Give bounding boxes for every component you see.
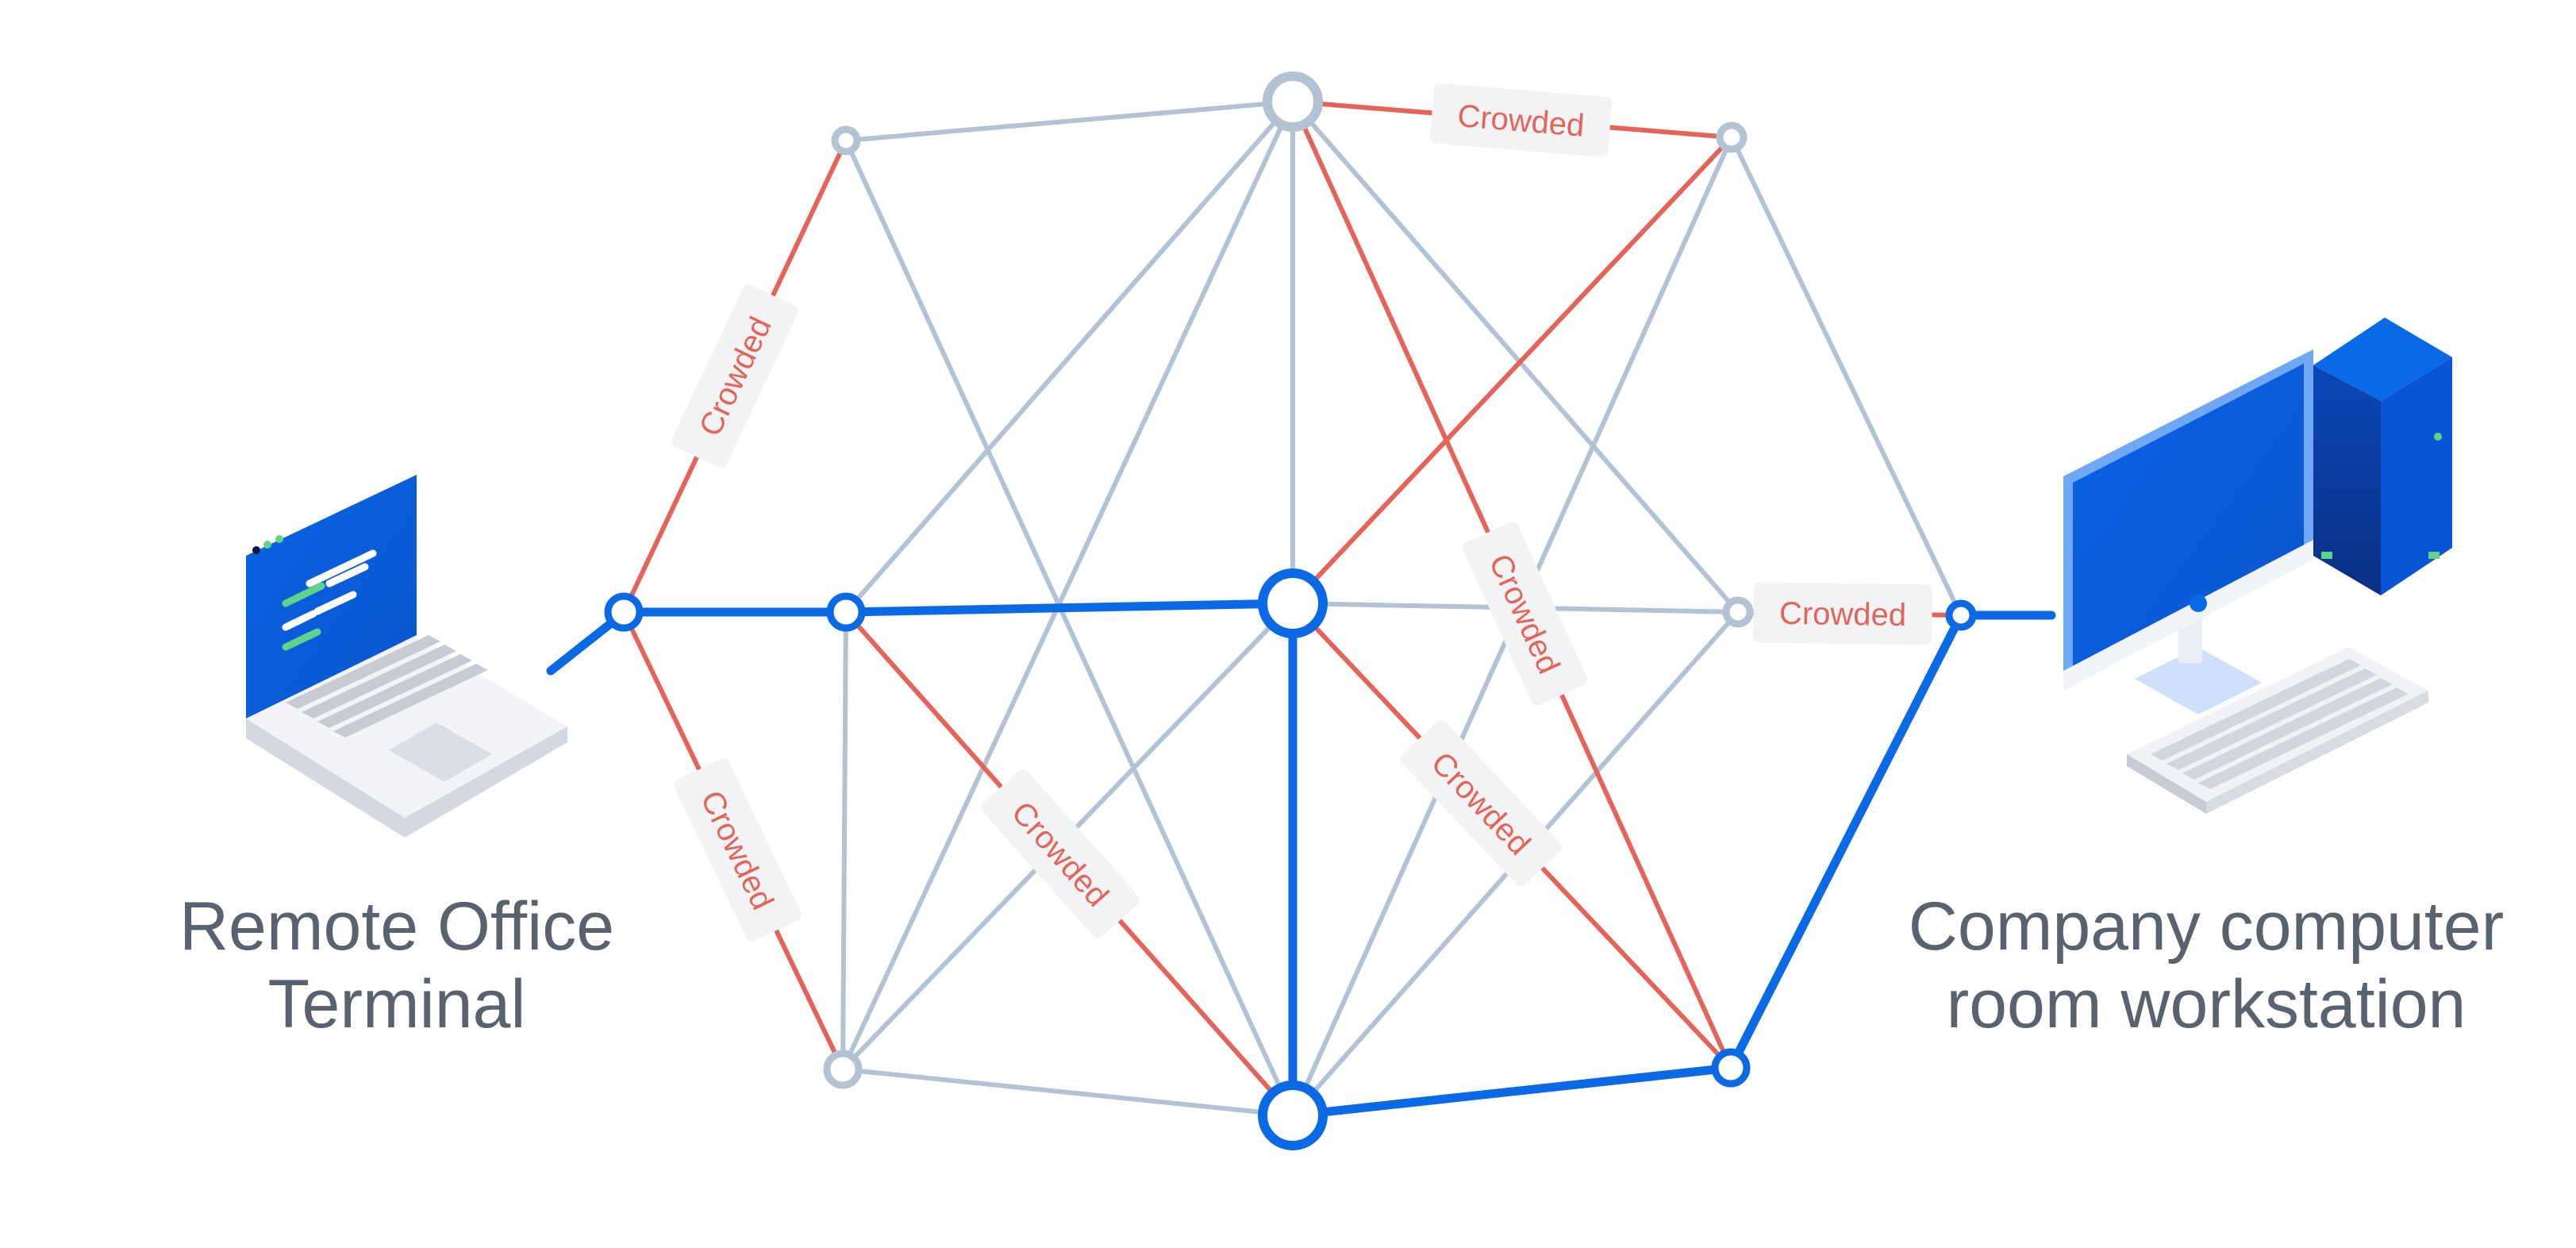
- laptop-connector: [546, 618, 616, 676]
- node-mid-right: [1722, 596, 1754, 628]
- link-bottom-left-to-bottom-center: [840, 1067, 1295, 1118]
- crowded-tag-bg: [674, 758, 802, 942]
- crowded-tag-bg: [1429, 83, 1613, 157]
- node-bottom-left: [823, 1050, 863, 1089]
- crowded-tag: Crowded: [1463, 522, 1588, 706]
- link-mid-left-to-bottom-left: [840, 610, 848, 1072]
- node-top-center: [1263, 71, 1323, 132]
- node-top-right: [1716, 121, 1747, 153]
- node-mid-left: [826, 592, 866, 632]
- caption-line: Remote Office: [179, 888, 615, 965]
- link-top-right-to-center: [1290, 135, 1734, 606]
- crowded-tag-bg: [1753, 582, 1932, 645]
- caption-line: room workstation: [1946, 966, 2466, 1042]
- desktop-computer-icon: [2063, 318, 2452, 814]
- crowded-tag: Crowded: [1400, 719, 1562, 887]
- link-bottom-right-to-exit: [1726, 611, 1966, 1073]
- crowded-tag: Crowded: [981, 769, 1140, 938]
- nodes-layer: [604, 71, 1977, 1150]
- crowded-tag-bg: [981, 769, 1140, 938]
- crowded-tag-bg: [1400, 719, 1562, 887]
- caption-line: Company computer: [1908, 888, 2505, 965]
- node-bottom-center: [1258, 1080, 1328, 1150]
- link-top-center-to-mid-left: [844, 99, 1295, 614]
- crowded-tag-bg: [671, 284, 798, 468]
- link-top-center-to-bottom-left: [840, 99, 1295, 1072]
- laptop-icon: [246, 475, 567, 838]
- node-exit: [1945, 599, 1977, 631]
- link-top-right-to-exit: [1729, 135, 1963, 618]
- link-mid-left-to-center: [841, 599, 1298, 617]
- crowded-tag-bg: [1463, 522, 1588, 706]
- node-entry: [604, 592, 644, 632]
- workstation-caption: Company computer room workstation: [1825, 888, 2576, 1043]
- crowded-tag-label: Crowded: [1779, 596, 1907, 633]
- crowded-tag: Crowded: [1429, 83, 1613, 157]
- link-top-left-to-bottom-center: [844, 138, 1295, 1118]
- link-bottom-center-to-bottom-right: [1288, 1063, 1736, 1120]
- link-top-center-to-mid-right: [1290, 99, 1740, 614]
- node-bottom-right: [1711, 1048, 1751, 1088]
- link-top-left-to-top-center: [844, 99, 1295, 143]
- caption-line: Terminal: [267, 966, 526, 1042]
- crowded-tags: CrowdedCrowdedCrowdedCrowdedCrowdedCrowd…: [671, 83, 1932, 942]
- crowded-tag: Crowded: [1753, 582, 1932, 645]
- device-connectors: [546, 611, 2056, 676]
- node-center: [1258, 568, 1328, 638]
- remote-office-caption: Remote Office Terminal: [95, 888, 698, 1043]
- crowded-tag: Crowded: [671, 284, 798, 468]
- node-top-left: [831, 125, 861, 156]
